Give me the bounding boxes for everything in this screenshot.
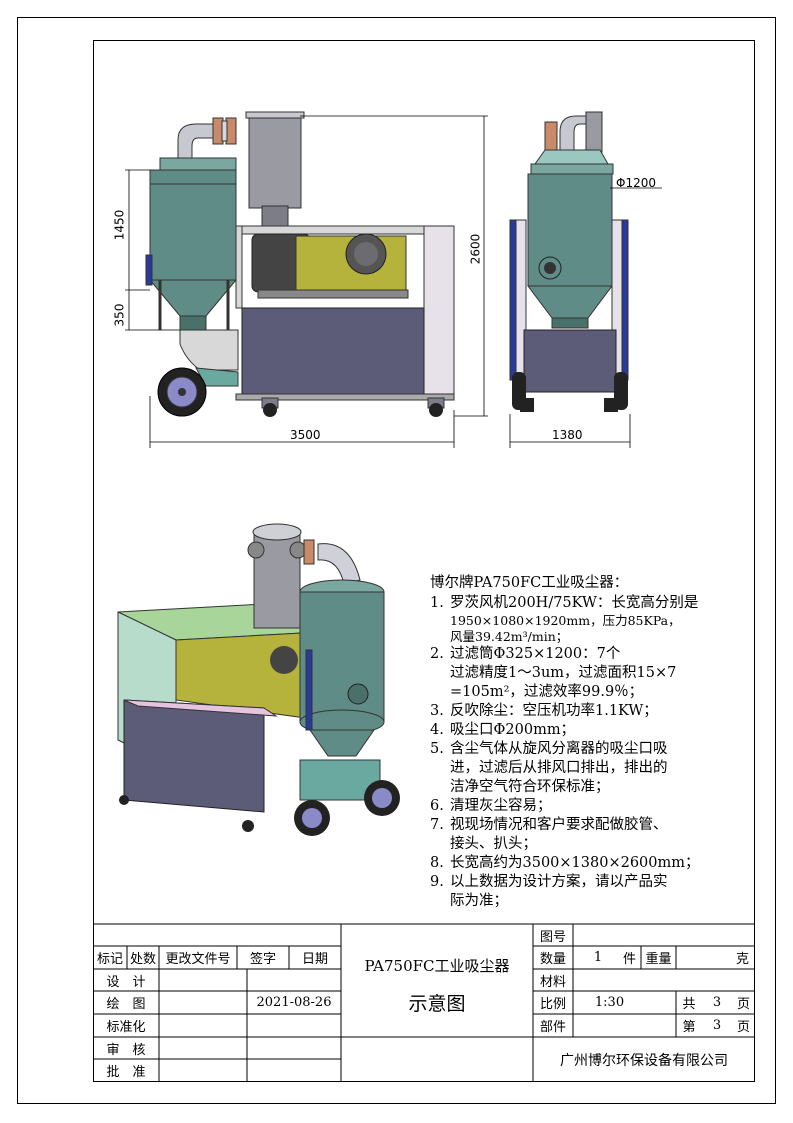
spec-item: 2.过滤筒Φ325×1200：7个 [430,646,621,662]
tb-weight-label: 重量 [645,952,672,967]
iso-tank [299,591,385,723]
dim-diameter: Φ1200 [616,176,656,190]
tb-material-label: 材料 [539,974,566,990]
spec-subline: 际为准； [450,893,508,909]
tb-header-count: 处数 [129,952,156,967]
tb-sheet-label: 第 [682,1020,696,1035]
spec-subline: 1950×1080×1920mm，压力85KPa， [450,613,681,628]
tb-qty-label: 数量 [539,952,566,967]
base-box [241,307,425,395]
specification-list: 博尔牌PA750FC工业吸尘器： 1.罗茨风机200H/75KW：长宽高分别是 … [430,574,760,911]
tb-draw-label: 绘 图 [106,997,146,1012]
tb-part-label: 部件 [539,1020,566,1035]
tb-weight-unit: 克 [735,952,749,967]
tb-header-doc: 更改文件号 [165,952,231,967]
spec-subline: 风量39.42m³/min； [450,629,569,644]
spec-item: 5.含尘气体从旋风分离器的吸尘口吸 [430,741,668,757]
dim-side-height-upper: 1450 [112,209,127,241]
spec-item: 3.反吹除尘：空压机功率1.1KW； [430,703,658,719]
spec-subline: =105m²，过滤效率99.9％； [450,684,644,700]
tb-header-sign: 签字 [249,952,276,967]
tb-qty-unit: 件 [622,952,636,967]
tb-total-value: 3 [712,995,722,1010]
tb-drawing-type: 示意图 [408,992,466,1015]
tb-company: 广州博尔环保设备有限公司 [560,1052,728,1069]
exhaust-stack [248,115,302,209]
isometric-view [117,523,400,836]
tank-top [159,157,237,171]
tb-approve-label: 批 准 [106,1065,146,1080]
tb-design-label: 设 计 [106,974,146,990]
spec-item: 8.长宽高约为3500×1380×2600mm； [430,855,700,871]
dim-side-height-lower: 350 [112,303,127,327]
cyclone-tank [149,169,237,281]
spec-subline: 进，过滤后从排风口排出，排出的 [450,760,668,776]
dim-total-height: 2600 [468,233,483,265]
spec-title: 博尔牌PA750FC工业吸尘器： [430,575,629,591]
front-view [509,111,662,448]
spec-subline: 过滤精度1～3um，过滤面积15×7 [450,665,677,681]
tb-total-label: 共 [682,997,696,1012]
drawing-border [93,40,755,1082]
tb-sheet-unit: 页 [736,1020,750,1035]
spec-item: 1.罗茨风机200H/75KW：长宽高分别是 [430,595,699,611]
tb-scale-label: 比例 [539,997,566,1012]
tb-total-unit: 页 [736,997,750,1012]
outer-frame [17,17,776,1104]
tb-sheet-value: 3 [712,1018,722,1033]
side-view [125,111,488,448]
spec-subline: 洁净空气符合环保标准； [450,779,610,795]
tb-scale-value: 1:30 [594,995,625,1010]
spec-item: 7.视现场情况和客户要求配做胶管、 [430,817,668,833]
titleblock-grid [93,923,755,1082]
dim-width: 1380 [552,428,583,442]
tb-review-label: 审 核 [106,1042,146,1058]
spec-item: 9.以上数据为设计方案，请以产品实 [430,874,668,890]
tb-drawno-label: 图号 [539,929,566,945]
tb-qty-value: 1 [593,950,603,965]
tb-header-mark: 标记 [96,952,123,967]
spec-subline: 接头、扒头； [450,836,537,852]
spec-item: 6.清理灰尘容易； [430,798,552,814]
tb-std-label: 标准化 [106,1020,146,1035]
tb-product-name: PA750FC工业吸尘器 [364,956,510,975]
tb-draw-date: 2021-08-26 [256,995,332,1010]
tb-header-date: 日期 [301,952,328,967]
dim-total-length: 3500 [290,428,321,442]
spec-item: 4.吸尘口Φ200mm； [430,722,576,738]
